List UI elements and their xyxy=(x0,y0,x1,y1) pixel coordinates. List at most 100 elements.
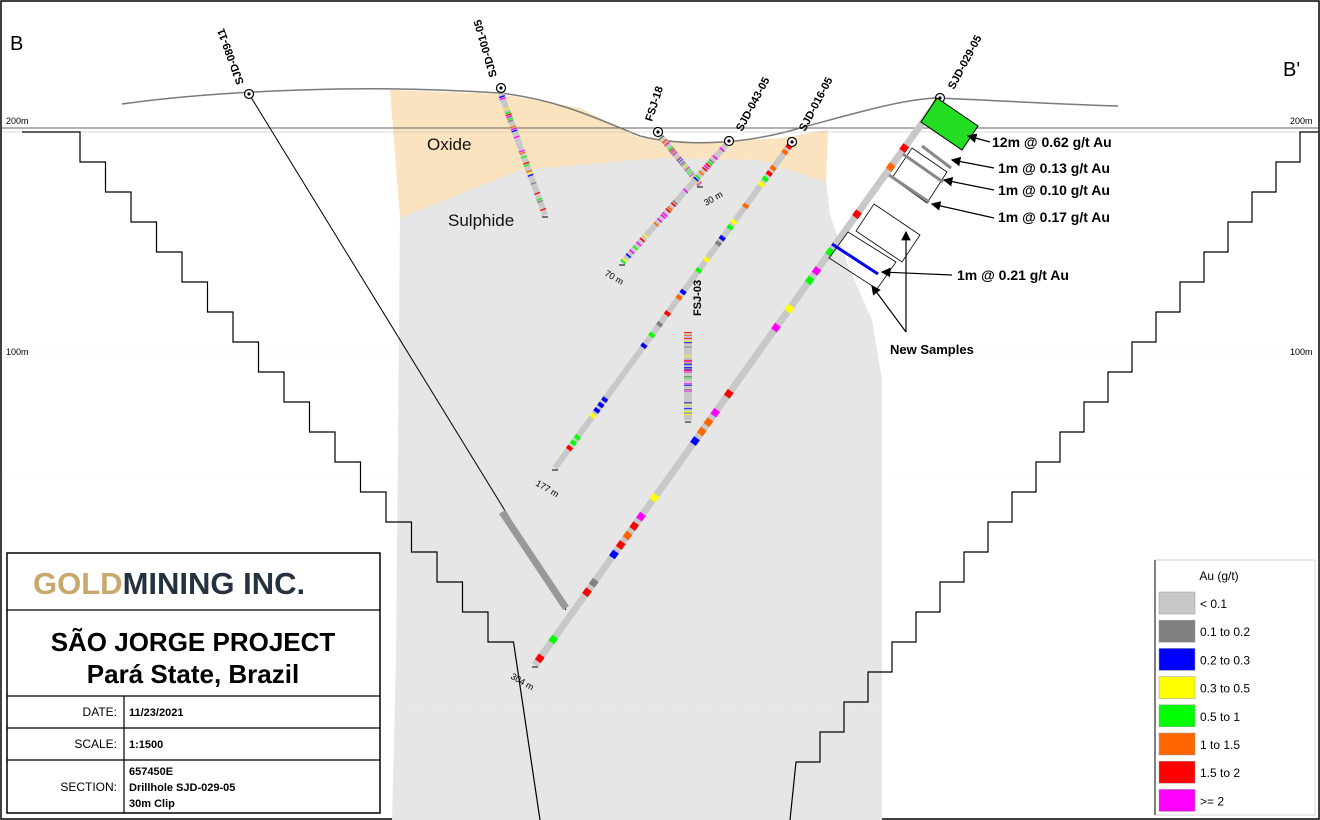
assay-interval xyxy=(879,171,889,182)
assay-interval xyxy=(660,213,666,219)
pit-shell-left xyxy=(22,131,541,820)
legend-label: 1 to 1.5 xyxy=(1200,738,1240,752)
assay-interval xyxy=(642,233,649,239)
hole-label-fsj-03: FSJ-03 xyxy=(692,280,704,316)
assay-interval xyxy=(670,202,677,208)
assay-interval xyxy=(609,549,619,560)
scale-key: SCALE: xyxy=(74,737,117,751)
assay-interval xyxy=(899,143,910,153)
assay-interval xyxy=(719,146,725,153)
assay-interval xyxy=(703,164,710,170)
assay-interval xyxy=(710,407,721,418)
assay-interval xyxy=(723,388,734,399)
section-label-right: B' xyxy=(1283,59,1300,81)
assay-interval xyxy=(588,577,599,588)
assay-interval xyxy=(672,200,678,206)
assay-interval xyxy=(649,492,660,503)
assay-interval xyxy=(705,162,711,168)
project-title: SÃO JORGE PROJECT xyxy=(51,627,336,657)
assay-interval xyxy=(730,218,738,226)
legend-label: < 0.1 xyxy=(1200,597,1227,611)
assay-interval xyxy=(597,401,605,409)
assay-interval xyxy=(648,331,656,339)
assay-interval xyxy=(602,559,613,569)
elevation-200-left: 200m xyxy=(6,116,29,126)
legend-label: 0.5 to 1 xyxy=(1200,710,1240,724)
assay-interval xyxy=(777,154,785,161)
assay-interval xyxy=(718,234,726,242)
title-block: GOLDMINING INC. SÃO JORGE PROJECT Pará S… xyxy=(6,552,381,814)
assay-interval xyxy=(757,180,766,188)
date-value: 11/23/2021 xyxy=(129,707,183,719)
assay-interval xyxy=(784,303,795,314)
sample-box-12m xyxy=(920,97,979,151)
legend-label: >= 2 xyxy=(1200,794,1224,808)
assay-interval xyxy=(593,407,601,414)
section-value-easting: 657450E xyxy=(129,766,173,778)
assay-interval xyxy=(620,259,626,265)
assay-interval xyxy=(569,439,578,447)
legend: Au (g/t) < 0.10.1 to 0.20.2 to 0.30.3 to… xyxy=(1154,559,1316,816)
assay-interval xyxy=(667,304,675,312)
assay-interval xyxy=(632,245,639,251)
drillhole-trace-5 xyxy=(532,95,943,668)
result-1m-017: 1m @ 0.17 g/t Au xyxy=(998,209,1110,225)
drillhole-assays-sjd-089-11 xyxy=(499,510,569,610)
legend-label: 0.3 to 0.5 xyxy=(1200,682,1250,696)
assay-interval xyxy=(629,249,635,255)
assay-interval xyxy=(655,320,664,328)
assay-interval xyxy=(625,253,632,259)
section-key: SECTION: xyxy=(60,780,117,794)
assay-interval xyxy=(615,540,626,550)
legend-swatch xyxy=(1158,732,1196,756)
assay-interval xyxy=(726,223,734,231)
assay-interval xyxy=(714,240,722,247)
assay-interval xyxy=(698,170,704,176)
assay-interval xyxy=(601,396,609,404)
elevation-200-right: 200m xyxy=(1290,116,1313,126)
assay-interval xyxy=(682,188,689,194)
oxide-label: Oxide xyxy=(427,135,471,154)
legend-swatch xyxy=(1158,704,1196,728)
assay-interval xyxy=(622,257,628,263)
assay-interval xyxy=(646,229,652,235)
assay-interval xyxy=(885,162,896,172)
elevation-100-right: 100m xyxy=(1290,347,1313,357)
assay-interval xyxy=(712,154,718,160)
assay-interval xyxy=(565,444,574,452)
sulphide-zone xyxy=(392,158,882,820)
assay-interval xyxy=(811,266,822,276)
assay-interval xyxy=(663,473,673,484)
assay-interval xyxy=(636,241,642,247)
assay-interval xyxy=(662,211,668,217)
assay-interval xyxy=(769,164,777,172)
legend-swatch xyxy=(1158,760,1196,784)
result-1m-013: 1m @ 0.13 g/t Au xyxy=(998,160,1110,176)
assay-interval xyxy=(765,170,773,177)
company-logo: GOLDMINING INC. xyxy=(33,566,305,601)
sulphide-label: Sulphide xyxy=(448,211,514,230)
assay-interval xyxy=(622,530,633,541)
assay-interval xyxy=(534,653,545,664)
assay-interval xyxy=(679,288,687,296)
assay-interval xyxy=(695,267,703,274)
assay-interval xyxy=(629,521,640,531)
assay-interval xyxy=(653,221,659,227)
legend-swatch xyxy=(1158,591,1196,615)
elevation-100-left: 100m xyxy=(6,347,29,357)
assay-interval xyxy=(804,275,815,286)
scale-value: 1:1500 xyxy=(129,739,163,751)
assay-interval xyxy=(640,342,648,350)
pit-shell-right xyxy=(789,131,1318,820)
legend-label: 0.1 to 0.2 xyxy=(1200,625,1250,639)
assay-interval xyxy=(665,207,672,214)
date-key: DATE: xyxy=(83,705,117,719)
legend-label: 1.5 to 2 xyxy=(1200,766,1240,780)
assay-interval xyxy=(703,417,714,428)
assay-interval xyxy=(708,158,715,164)
legend-swatch xyxy=(1158,619,1196,643)
assay-interval xyxy=(694,174,701,180)
result-arrows xyxy=(871,133,995,333)
assay-interval xyxy=(639,237,646,243)
